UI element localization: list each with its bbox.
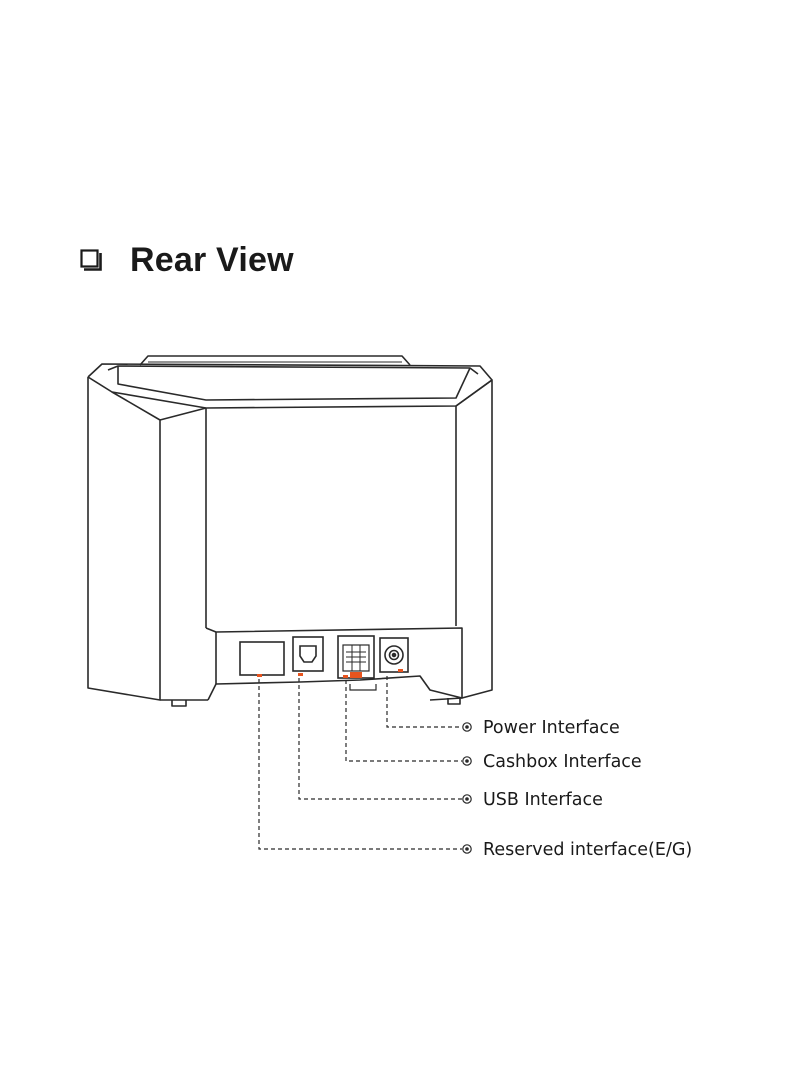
top-rim (87, 363, 493, 381)
left-side-panel (87, 377, 161, 701)
port-recess (205, 627, 463, 701)
circle-dot-icon (462, 722, 472, 732)
section-heading: Rear View (80, 240, 294, 280)
leader-lines (258, 676, 462, 850)
circle-dot-icon (462, 794, 472, 804)
usb-port (292, 636, 324, 672)
usb-leader (298, 678, 462, 800)
circle-dot-icon (462, 844, 472, 854)
checkbox-icon (80, 249, 102, 271)
page-title: Rear View (130, 240, 294, 279)
circle-dot-icon (462, 756, 472, 766)
right-side-panel (455, 379, 493, 699)
left-foot (171, 700, 187, 707)
printer-body (87, 355, 493, 707)
power-leader (386, 676, 462, 728)
cashbox-leader (345, 680, 462, 762)
upper-bevel (87, 376, 493, 409)
reserved-interface-label: Reserved interface(E/G) (483, 840, 692, 860)
reserved-port (239, 641, 285, 676)
cashbox-port (337, 635, 375, 679)
reserved-leader (258, 679, 462, 850)
top-cover (139, 355, 411, 366)
right-foot (447, 698, 461, 705)
callout-markers (462, 722, 472, 854)
cashbox-interface-label: Cashbox Interface (483, 752, 642, 772)
power-interface-label: Power Interface (483, 718, 620, 738)
port-markers (257, 669, 403, 678)
power-port (379, 637, 409, 673)
usb-interface-label: USB Interface (483, 790, 603, 810)
